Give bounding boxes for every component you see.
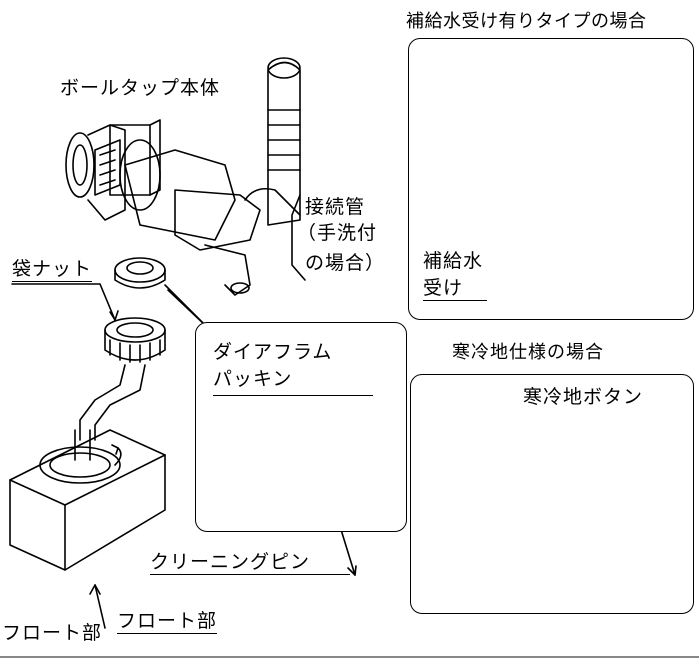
connector-line-pipe <box>291 194 306 281</box>
label-connection-pipe-note-2: の場合） <box>305 252 386 274</box>
label-float-part-duplicate: フロート部 <box>117 610 218 634</box>
label-cold-button: 寒冷地ボタン <box>523 386 644 408</box>
label-cleaning-pin: クリーニングピン <box>150 551 351 575</box>
cold-region-panel <box>410 374 694 614</box>
label-packing: パッキン <box>213 368 293 390</box>
makeup-water-panel <box>408 38 694 320</box>
title-cold-region: 寒冷地仕様の場合 <box>452 342 604 363</box>
label-connection-pipe: 接続管 <box>305 196 366 218</box>
diaphragm-panel <box>195 322 407 532</box>
bottom-divider <box>0 656 699 658</box>
label-ball-tap-body: ボールタップ本体 <box>60 77 221 99</box>
label-connection-pipe-note-1: （手洗付 <box>297 222 378 244</box>
label-float-part: フロート部 <box>2 622 103 644</box>
packing-underline <box>213 395 373 397</box>
leader-diaphragm-2 <box>167 289 206 326</box>
label-diaphragm: ダイアフラム <box>213 341 333 363</box>
float-assembly <box>9 317 166 571</box>
bag-nut-part <box>114 257 166 289</box>
leader-float <box>94 584 106 629</box>
title-makeup-water-type: 補給水受け有りタイプの場合 <box>406 11 647 32</box>
label-bag-nut: 袋ナット <box>12 258 93 282</box>
label-makeup-water: 補給水 <box>423 250 484 272</box>
leader-bag-nut <box>11 283 116 321</box>
label-makeup-catch: 受け <box>423 277 488 301</box>
